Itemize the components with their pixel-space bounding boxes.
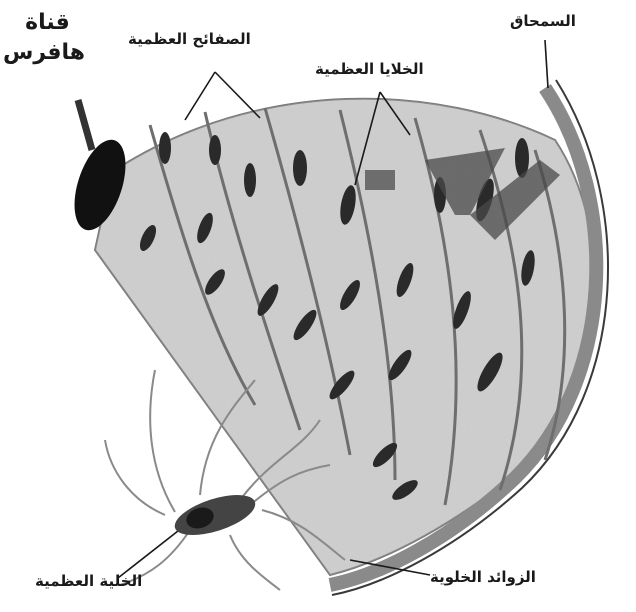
haversian-canal-label-line2: هافرس xyxy=(10,38,85,68)
osteocyte-body xyxy=(170,487,260,543)
haversian-canal-pointer xyxy=(78,100,92,150)
periosteum-pointer xyxy=(545,40,548,88)
haversian-canal-label: قناة هافرس xyxy=(10,8,85,68)
lacuna xyxy=(209,135,221,165)
bone-lamellae-label: الصفائح العظمية xyxy=(128,30,251,48)
lacuna xyxy=(159,132,171,164)
periosteum-label: السمحاق xyxy=(510,12,576,30)
osteocytes-label: الخلايا العظمية xyxy=(315,60,424,78)
haversian-canal-label-line1: قناة xyxy=(10,8,85,38)
osteocyte-cell-label: الخلية العظمية xyxy=(35,572,142,590)
canaliculi-label: الزوائد الخلوية xyxy=(430,568,536,586)
lacuna xyxy=(293,150,307,186)
osteocyte-bracket xyxy=(365,170,395,190)
lacuna xyxy=(244,163,256,197)
